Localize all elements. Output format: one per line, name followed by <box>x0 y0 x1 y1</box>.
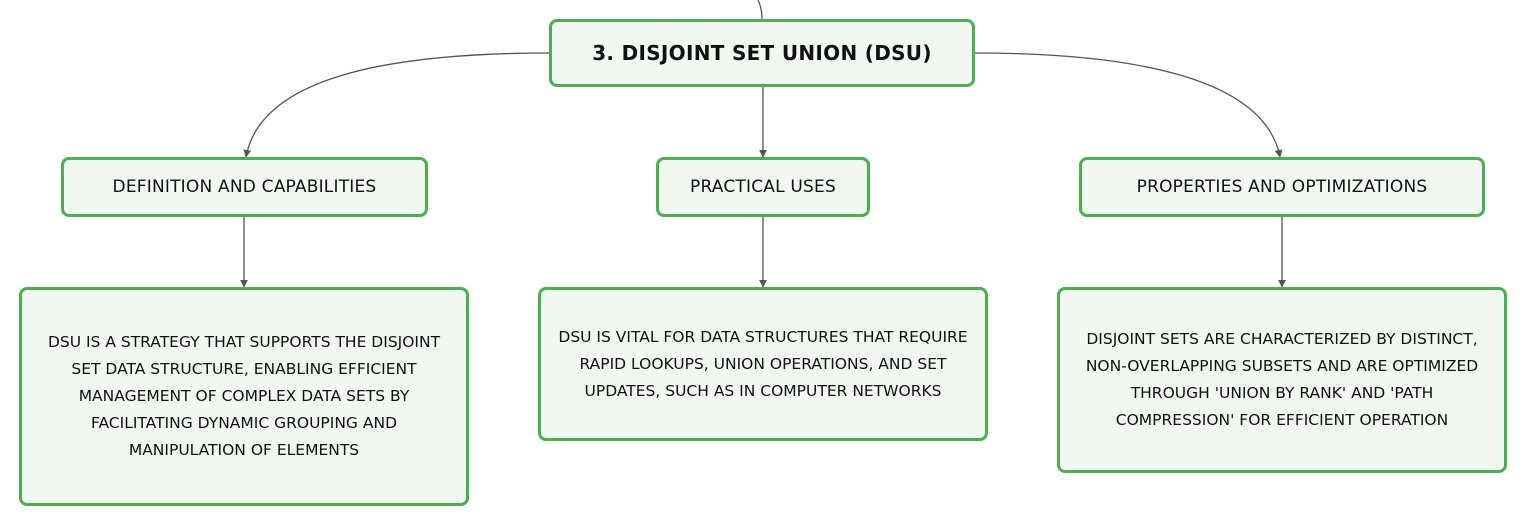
branch-title-practical-uses: PRACTICAL USES <box>690 177 836 197</box>
root-node[interactable]: 3. DISJOINT SET UNION (DSU) <box>549 19 975 87</box>
branch-node-properties[interactable]: PROPERTIES AND OPTIMIZATIONS <box>1079 157 1485 217</box>
connector-root-to-properties <box>974 52 1283 158</box>
detail-text-definition: DSU IS A STRATEGY THAT SUPPORTS THE DISJ… <box>47 333 441 459</box>
detail-node-properties[interactable]: DISJOINT SETS ARE CHARACTERIZED BY DISTI… <box>1057 287 1507 473</box>
detail-text-practical-uses: DSU IS VITAL FOR DATA STRUCTURES THAT RE… <box>558 328 968 400</box>
branch-title-properties: PROPERTIES AND OPTIMIZATIONS <box>1136 177 1428 197</box>
detail-node-practical-uses[interactable]: DSU IS VITAL FOR DATA STRUCTURES THAT RE… <box>538 287 988 441</box>
connector-root-to-definition <box>243 52 550 158</box>
detail-node-definition[interactable]: DSU IS A STRATEGY THAT SUPPORTS THE DISJ… <box>19 287 469 506</box>
branch-node-definition[interactable]: DEFINITION AND CAPABILITIES <box>61 157 428 217</box>
incoming-connector <box>757 0 763 20</box>
root-title: 3. DISJOINT SET UNION (DSU) <box>592 41 932 65</box>
branch-node-practical-uses[interactable]: PRACTICAL USES <box>656 157 870 217</box>
detail-text-properties: DISJOINT SETS ARE CHARACTERIZED BY DISTI… <box>1085 330 1479 429</box>
branch-title-definition: DEFINITION AND CAPABILITIES <box>112 177 377 197</box>
